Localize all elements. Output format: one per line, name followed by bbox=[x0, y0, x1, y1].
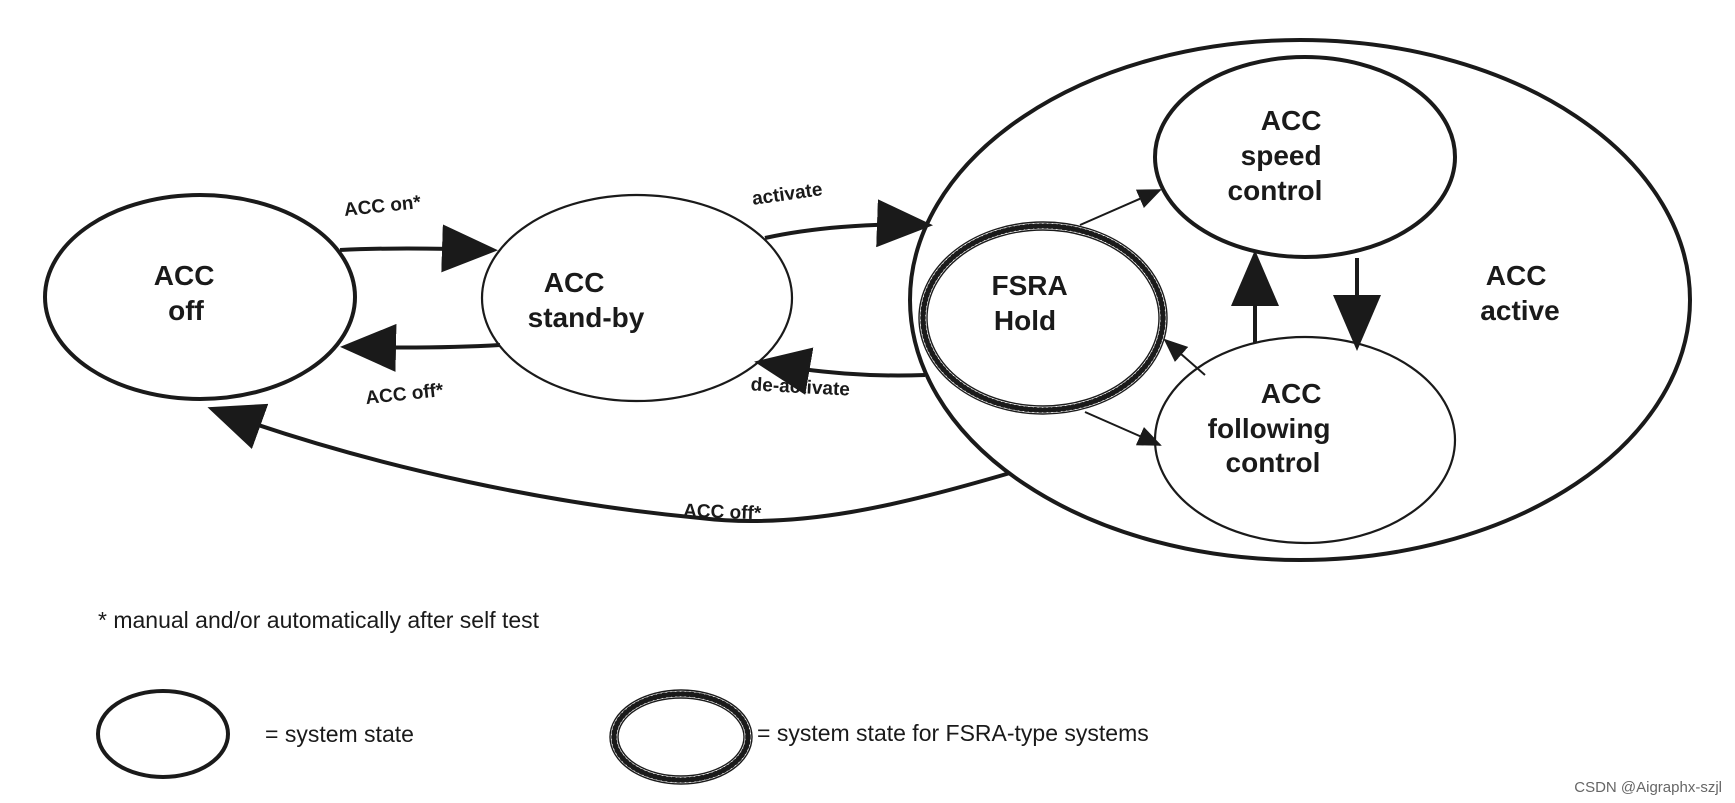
edge-activate bbox=[764, 199, 933, 248]
state-fsra-hold: FSRA Hold bbox=[918, 221, 1168, 415]
edge-acc-off-from-standby bbox=[340, 323, 501, 372]
legend-system-state-symbol bbox=[96, 689, 230, 779]
legend-fsra-state-label: = system state for FSRA-type systems bbox=[757, 720, 1149, 746]
state-fsra-hold-label: FSRA Hold bbox=[992, 270, 1075, 336]
state-acc-speed-control-label: ACC speed control bbox=[1228, 105, 1330, 206]
legend-system-state-label: = system state bbox=[265, 721, 414, 747]
footnote: * manual and/or automatically after self… bbox=[98, 607, 540, 633]
edge-fsra-to-speed bbox=[1079, 189, 1162, 226]
edge-fsra-to-following bbox=[1084, 411, 1162, 446]
state-acc-following-control-label: ACC following control bbox=[1208, 378, 1339, 478]
state-acc-following-control: ACC following control bbox=[1153, 335, 1457, 545]
state-acc-speed-control: ACC speed control bbox=[1153, 55, 1457, 259]
edge-deactivate bbox=[754, 347, 926, 395]
state-acc-active-label: ACC active bbox=[1480, 260, 1559, 326]
edge-acc-on bbox=[339, 224, 498, 273]
state-acc-standby-label: ACC stand-by bbox=[528, 267, 645, 333]
watermark: CSDN @Aigraphx-szjl bbox=[1574, 779, 1722, 796]
label-acc-off-top: ACC off* bbox=[364, 380, 444, 409]
legend-fsra-state-symbol bbox=[609, 689, 753, 785]
label-activate: activate bbox=[751, 179, 824, 210]
state-acc-standby: ACC stand-by bbox=[480, 193, 794, 403]
legend: = system state = system state for FSRA-t… bbox=[96, 689, 1149, 785]
edge-following-to-fsra bbox=[1163, 338, 1206, 376]
state-acc-active: ACC active bbox=[908, 38, 1692, 562]
edge-acc-off-from-active bbox=[207, 403, 1011, 524]
state-acc-off-label: ACC off bbox=[154, 260, 222, 326]
label-acc-off-bottom: ACC off* bbox=[683, 501, 762, 525]
label-acc-on: ACC on* bbox=[343, 192, 422, 221]
label-deactivate: de-activate bbox=[750, 374, 850, 400]
state-acc-off: ACC off bbox=[43, 193, 357, 401]
